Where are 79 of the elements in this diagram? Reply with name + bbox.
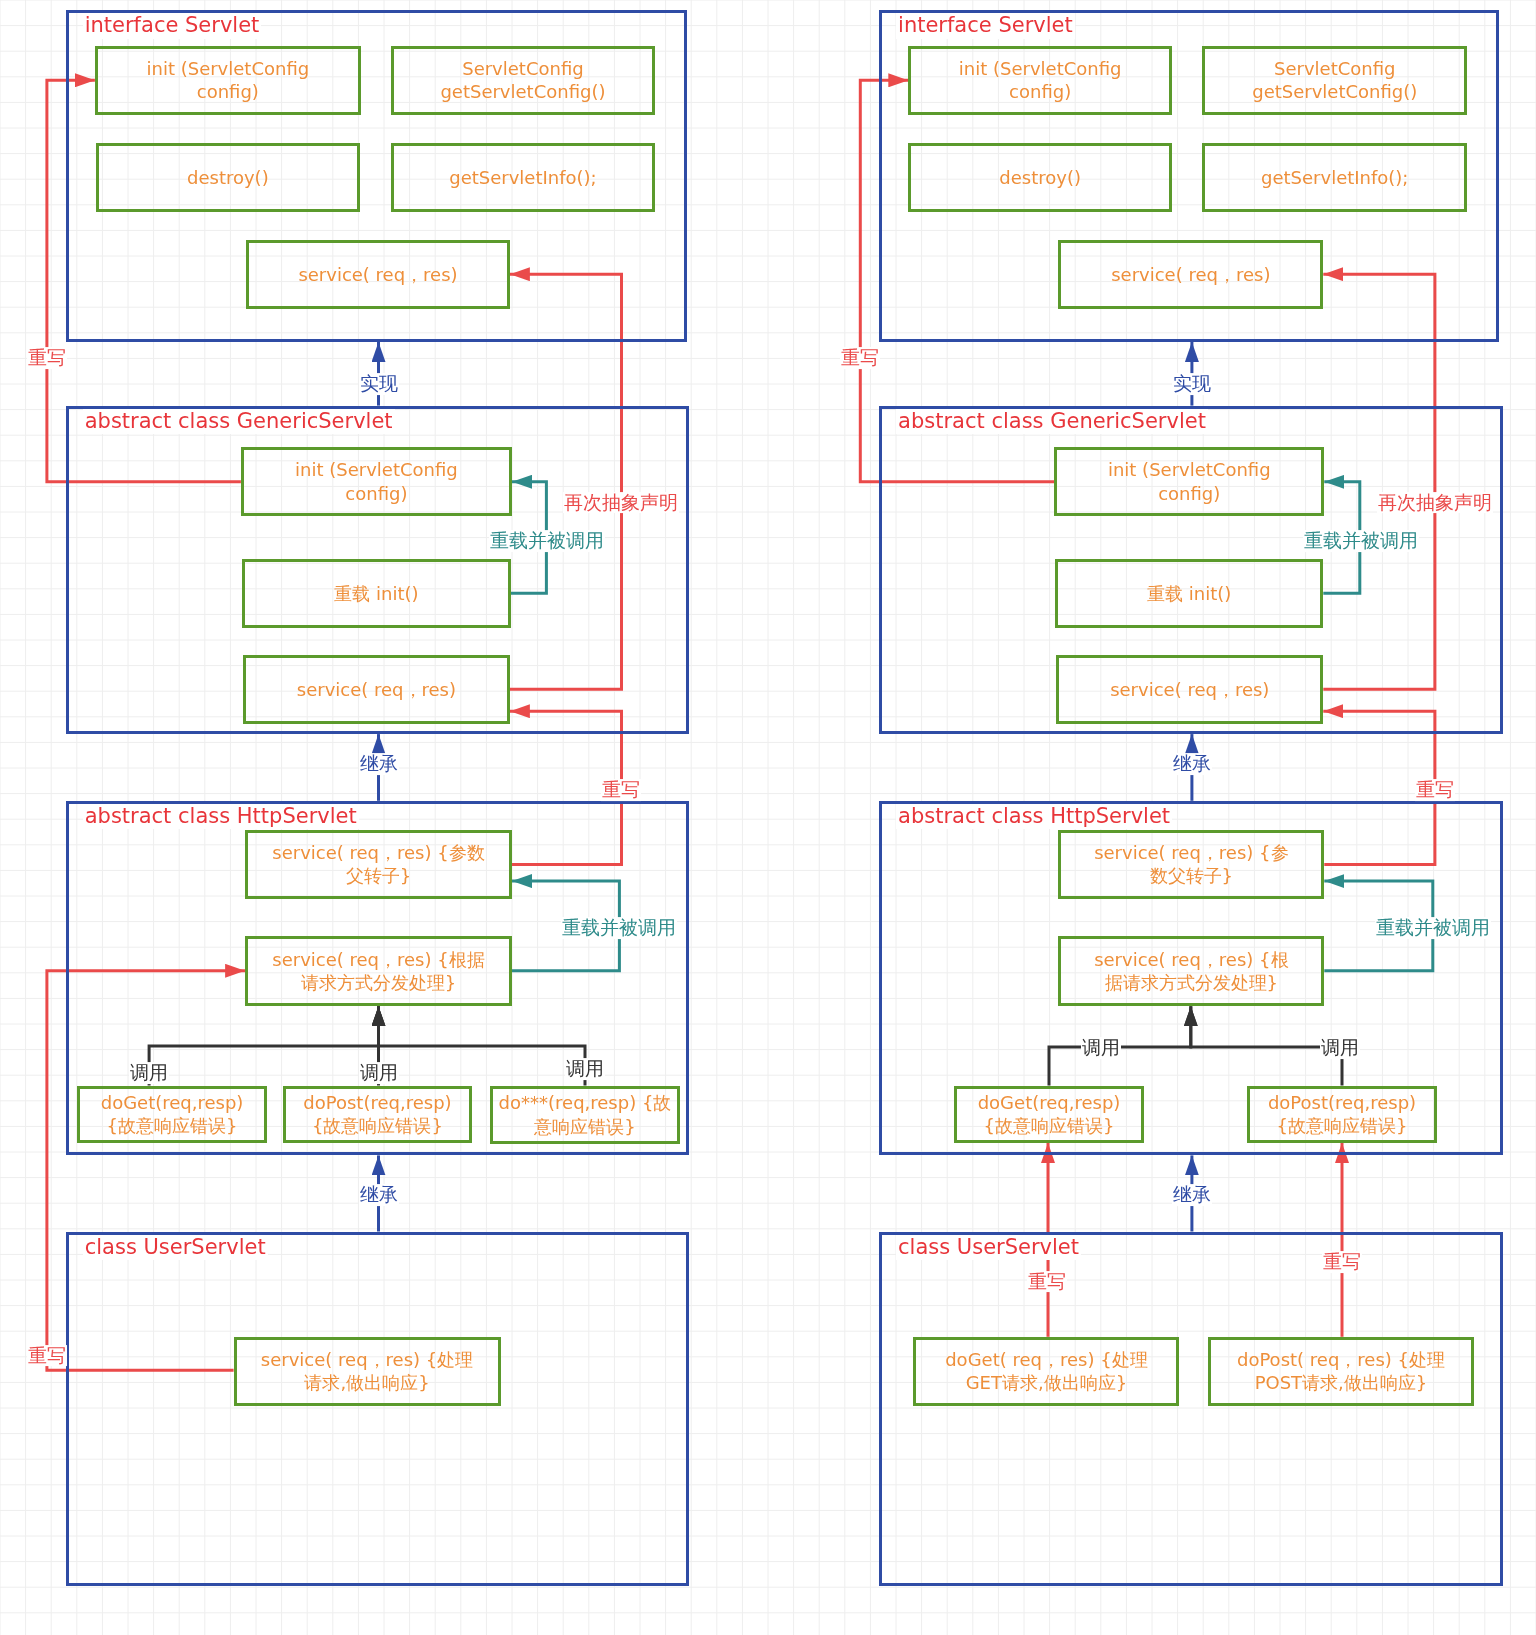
method-box: doPost(req,resp) {故意响应错误} xyxy=(1247,1085,1437,1143)
edge-label: 重写 xyxy=(26,1344,67,1367)
method-box: service( req，res) xyxy=(1056,654,1324,724)
arrow xyxy=(512,874,621,973)
edge-label: 调用 xyxy=(565,1057,605,1080)
method-box: destroy() xyxy=(908,142,1173,212)
edge-label: 重写 xyxy=(26,346,67,369)
edge-label: 继承 xyxy=(1171,753,1212,776)
arrow xyxy=(371,1006,587,1086)
method-box: service( req，res) xyxy=(1058,239,1324,309)
class-box xyxy=(879,10,1500,342)
arrow xyxy=(509,704,623,866)
method-box: doGet( req，res) {处理GET请求,做出响应} xyxy=(913,1336,1180,1406)
method-box: doPost(req,resp) {故意响应错误} xyxy=(282,1085,473,1143)
edge-label: 继承 xyxy=(1171,1184,1212,1206)
class-box xyxy=(65,10,688,342)
method-box: service( req，res) {根据请求方式分发处理} xyxy=(245,936,512,1007)
method-box: destroy() xyxy=(95,142,360,212)
arrow xyxy=(1323,704,1437,866)
edge-label: 继承 xyxy=(358,753,399,776)
method-box: doPost( req，res) {处理POST请求,做出响应} xyxy=(1207,1336,1475,1406)
edge-label: 调用 xyxy=(358,1062,399,1084)
class-title: class UserServlet xyxy=(896,1234,1082,1260)
class-title: interface Servlet xyxy=(896,13,1075,39)
class-title: class UserServlet xyxy=(82,1234,268,1260)
arrow xyxy=(1335,1142,1349,1337)
method-box: getServletInfo(); xyxy=(391,142,655,212)
method-box: service( req，res) {根据请求方式分发处理} xyxy=(1058,936,1325,1007)
edge-label: 重载并被调用 xyxy=(561,917,678,939)
edge-label: 调用 xyxy=(1081,1037,1122,1059)
method-box: 重载 init() xyxy=(241,558,511,628)
method-box: init (ServletConfig config) xyxy=(908,45,1173,115)
edge-label: 调用 xyxy=(1319,1037,1360,1059)
arrow xyxy=(45,963,246,1372)
arrow xyxy=(511,474,548,595)
edge-label: 再次抽象声明 xyxy=(1376,491,1493,514)
edge-label: 再次抽象声明 xyxy=(563,491,680,514)
edge-label: 重载并被调用 xyxy=(1302,530,1419,553)
method-box: service( req，res) xyxy=(246,239,510,309)
class-title: abstract class GenericServlet xyxy=(82,408,395,434)
arrow xyxy=(858,73,1055,484)
class-title: abstract class HttpServlet xyxy=(896,803,1173,830)
class-title: abstract class HttpServlet xyxy=(82,803,359,830)
method-box: init (ServletConfig config) xyxy=(1054,447,1325,517)
class-title: interface Servlet xyxy=(82,13,262,39)
arrow xyxy=(45,73,241,484)
method-box: init (ServletConfig config) xyxy=(240,447,512,517)
class-box xyxy=(879,800,1503,1156)
class-title: abstract class GenericServlet xyxy=(896,408,1208,434)
arrow xyxy=(509,267,623,691)
method-box: service( req，res) xyxy=(242,654,510,724)
edge-label: 重写 xyxy=(840,346,881,369)
arrow xyxy=(1323,267,1437,691)
method-box: service( req，res) {参数父转子} xyxy=(1058,830,1325,899)
arrow xyxy=(1323,474,1362,595)
edge-label: 重载并被调用 xyxy=(1374,917,1491,939)
method-box: getServletInfo(); xyxy=(1202,142,1468,212)
method-box: do***(req,resp) {故意响应错误} xyxy=(490,1085,680,1144)
method-box: ServletConfig getServletConfig() xyxy=(1202,45,1468,115)
method-box: 重载 init() xyxy=(1055,558,1324,628)
class-box xyxy=(65,800,690,1156)
method-box: doGet(req,resp) {故意响应错误} xyxy=(77,1085,267,1143)
method-box: service( req，res) {处理请求,做出响应} xyxy=(233,1336,501,1406)
edge-label: 重载并被调用 xyxy=(489,530,606,553)
edge-label: 重写 xyxy=(1414,779,1455,802)
class-box xyxy=(879,1231,1503,1587)
edge-label: 重写 xyxy=(1322,1250,1363,1273)
arrow xyxy=(1324,874,1435,973)
class-box xyxy=(65,1231,690,1587)
method-box: doGet(req,resp) {故意响应错误} xyxy=(954,1085,1144,1143)
edge-label: 调用 xyxy=(129,1062,170,1084)
edge-label: 继承 xyxy=(358,1184,399,1206)
method-box: service( req，res) {参数父转子} xyxy=(245,830,512,899)
method-box: init (ServletConfig config) xyxy=(94,45,361,115)
edge-label: 重写 xyxy=(1026,1270,1067,1293)
edge-label: 重写 xyxy=(601,779,642,802)
edge-label: 实现 xyxy=(358,372,399,395)
edge-label: 实现 xyxy=(1171,372,1212,395)
method-box: ServletConfig getServletConfig() xyxy=(391,45,655,115)
